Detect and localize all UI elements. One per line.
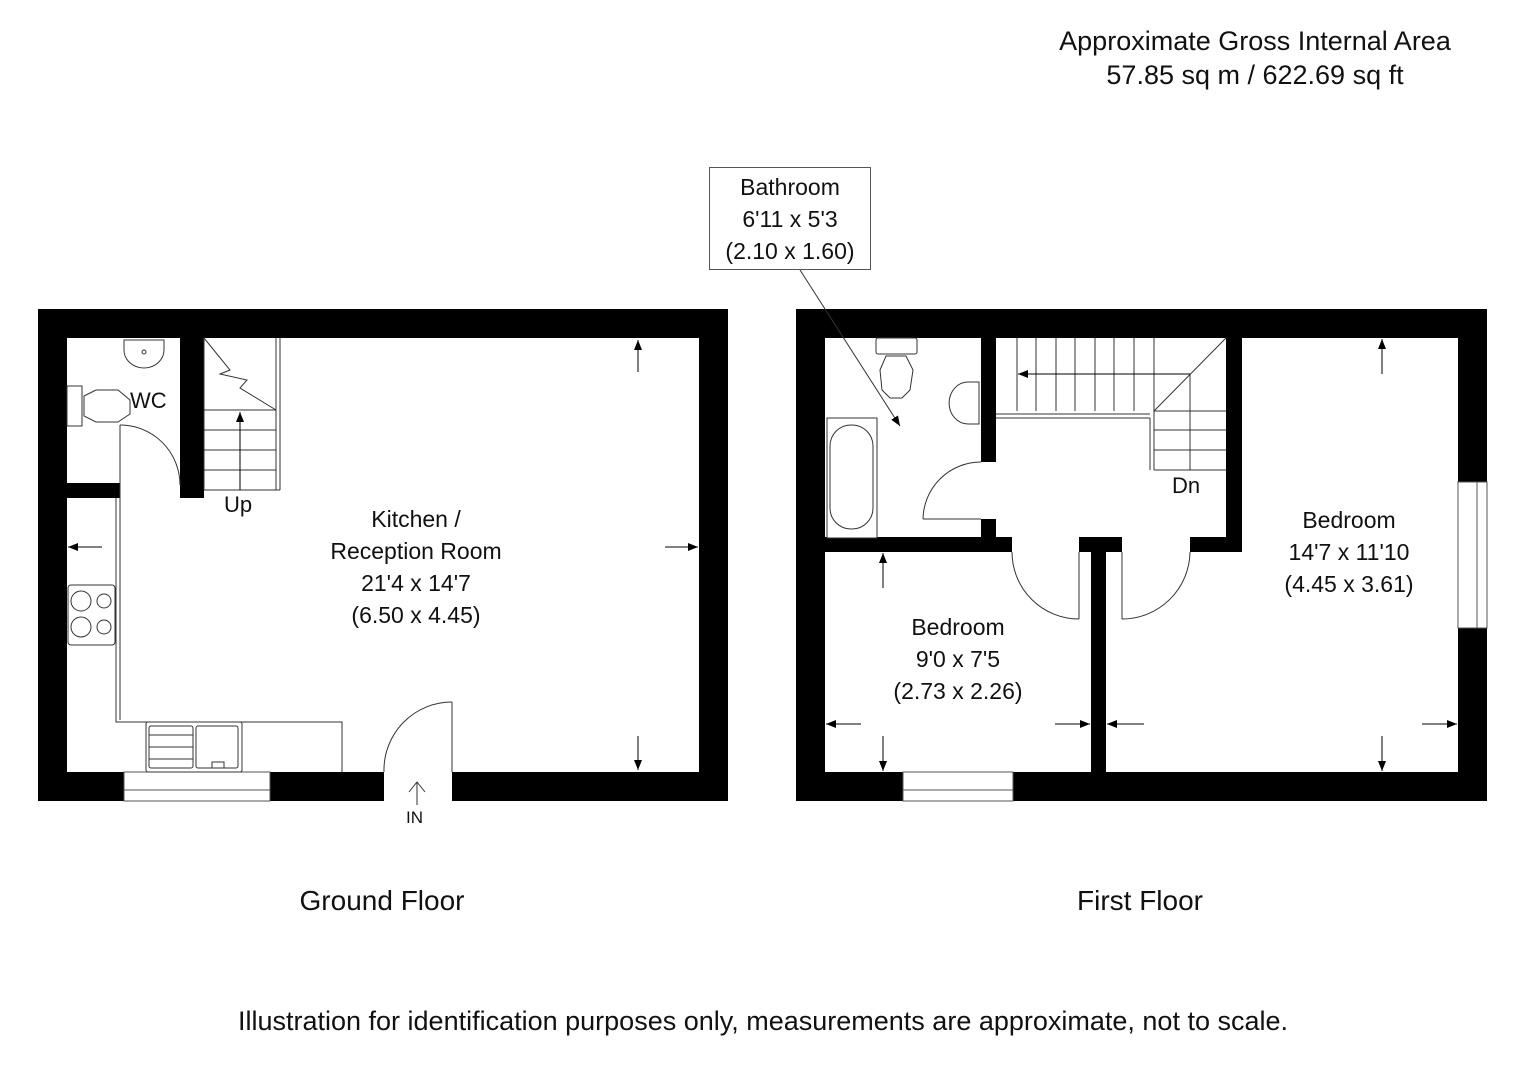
window-first-front [902, 771, 1014, 802]
room-bedroom-small: Bedroom 9'0 x 7'5 (2.73 x 2.26) [858, 611, 1058, 707]
bathroom-leader-line [799, 269, 901, 427]
window-ground-front [123, 771, 271, 802]
room-bathroom-callout: Bathroom 6'11 x 5'3 (2.10 x 1.60) [709, 167, 871, 270]
toilet-icon [83, 389, 131, 423]
room-metric: (4.45 x 3.61) [1284, 571, 1414, 597]
area-value: 57.85 sq m / 622.69 sq ft [1106, 60, 1404, 90]
room-imperial: 14'7 x 11'10 [1288, 539, 1410, 565]
stairs-down-label: Dn [1172, 473, 1201, 498]
ground-floor-plan [38, 309, 728, 805]
bath-icon [826, 417, 878, 539]
room-name: Kitchen / [371, 506, 461, 532]
room-metric: (6.50 x 4.45) [351, 602, 481, 628]
basin-icon [948, 381, 980, 425]
area-title: Approximate Gross Internal Area [1059, 26, 1451, 56]
ground-floor-label: Ground Floor [299, 885, 465, 916]
wall-right [699, 309, 728, 801]
entrance-label: IN [406, 808, 423, 827]
wc-label: WC [130, 388, 167, 413]
toilet-cistern-icon [875, 337, 918, 355]
room-name-line2: Reception Room [330, 538, 502, 564]
room-name: Bathroom [740, 173, 840, 200]
disclaimer-text: Illustration for identification purposes… [237, 1006, 1289, 1036]
stairs-up-label: Up [224, 492, 253, 517]
stairs-down-icon [996, 337, 1227, 471]
room-imperial: 6'11 x 5'3 [742, 205, 838, 232]
room-imperial: 9'0 x 7'5 [915, 646, 1001, 672]
window-first-side [1457, 481, 1488, 629]
wall-left [38, 309, 67, 801]
toilet-icon [879, 355, 914, 399]
room-metric: (2.73 x 2.26) [893, 678, 1023, 704]
hob-icon [67, 584, 116, 646]
entrance-arrow-icon [408, 781, 426, 793]
room-kitchen-reception: Kitchen / Reception Room 21'4 x 14'7 (6.… [266, 503, 566, 631]
room-metric: (2.10 x 1.60) [725, 237, 855, 264]
room-imperial: 21'4 x 14'7 [361, 570, 471, 596]
wall-top [38, 309, 728, 338]
room-name: Bedroom [911, 614, 1005, 640]
first-floor-plan [796, 269, 1488, 802]
room-name: Bedroom [1302, 507, 1396, 533]
gross-internal-area: Approximate Gross Internal Area 57.85 sq… [1010, 24, 1500, 92]
stairs-up-icon [203, 337, 281, 491]
room-bedroom-large: Bedroom 14'7 x 11'10 (4.45 x 3.61) [1249, 504, 1449, 600]
first-floor-label: First Floor [1077, 885, 1203, 916]
toilet-cistern-icon [66, 385, 83, 427]
